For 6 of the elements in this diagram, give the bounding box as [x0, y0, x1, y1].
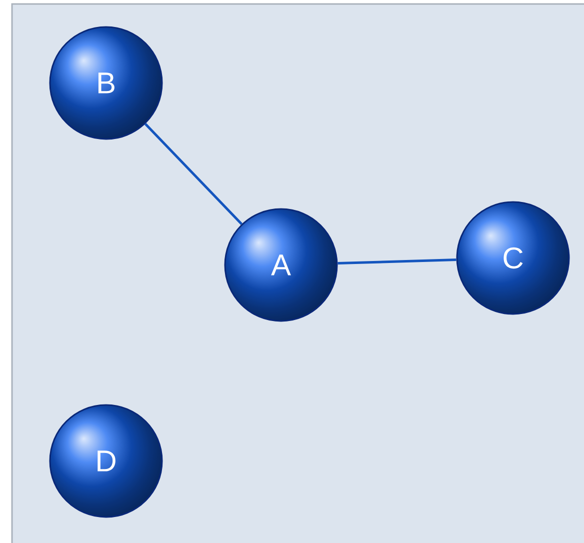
- circle-node: C: [456, 201, 570, 315]
- circle-node: D: [49, 404, 163, 518]
- circle-node: B: [49, 26, 163, 140]
- circle-node: A: [224, 208, 338, 322]
- connector-line: [144, 123, 243, 225]
- connector-line: [338, 258, 456, 265]
